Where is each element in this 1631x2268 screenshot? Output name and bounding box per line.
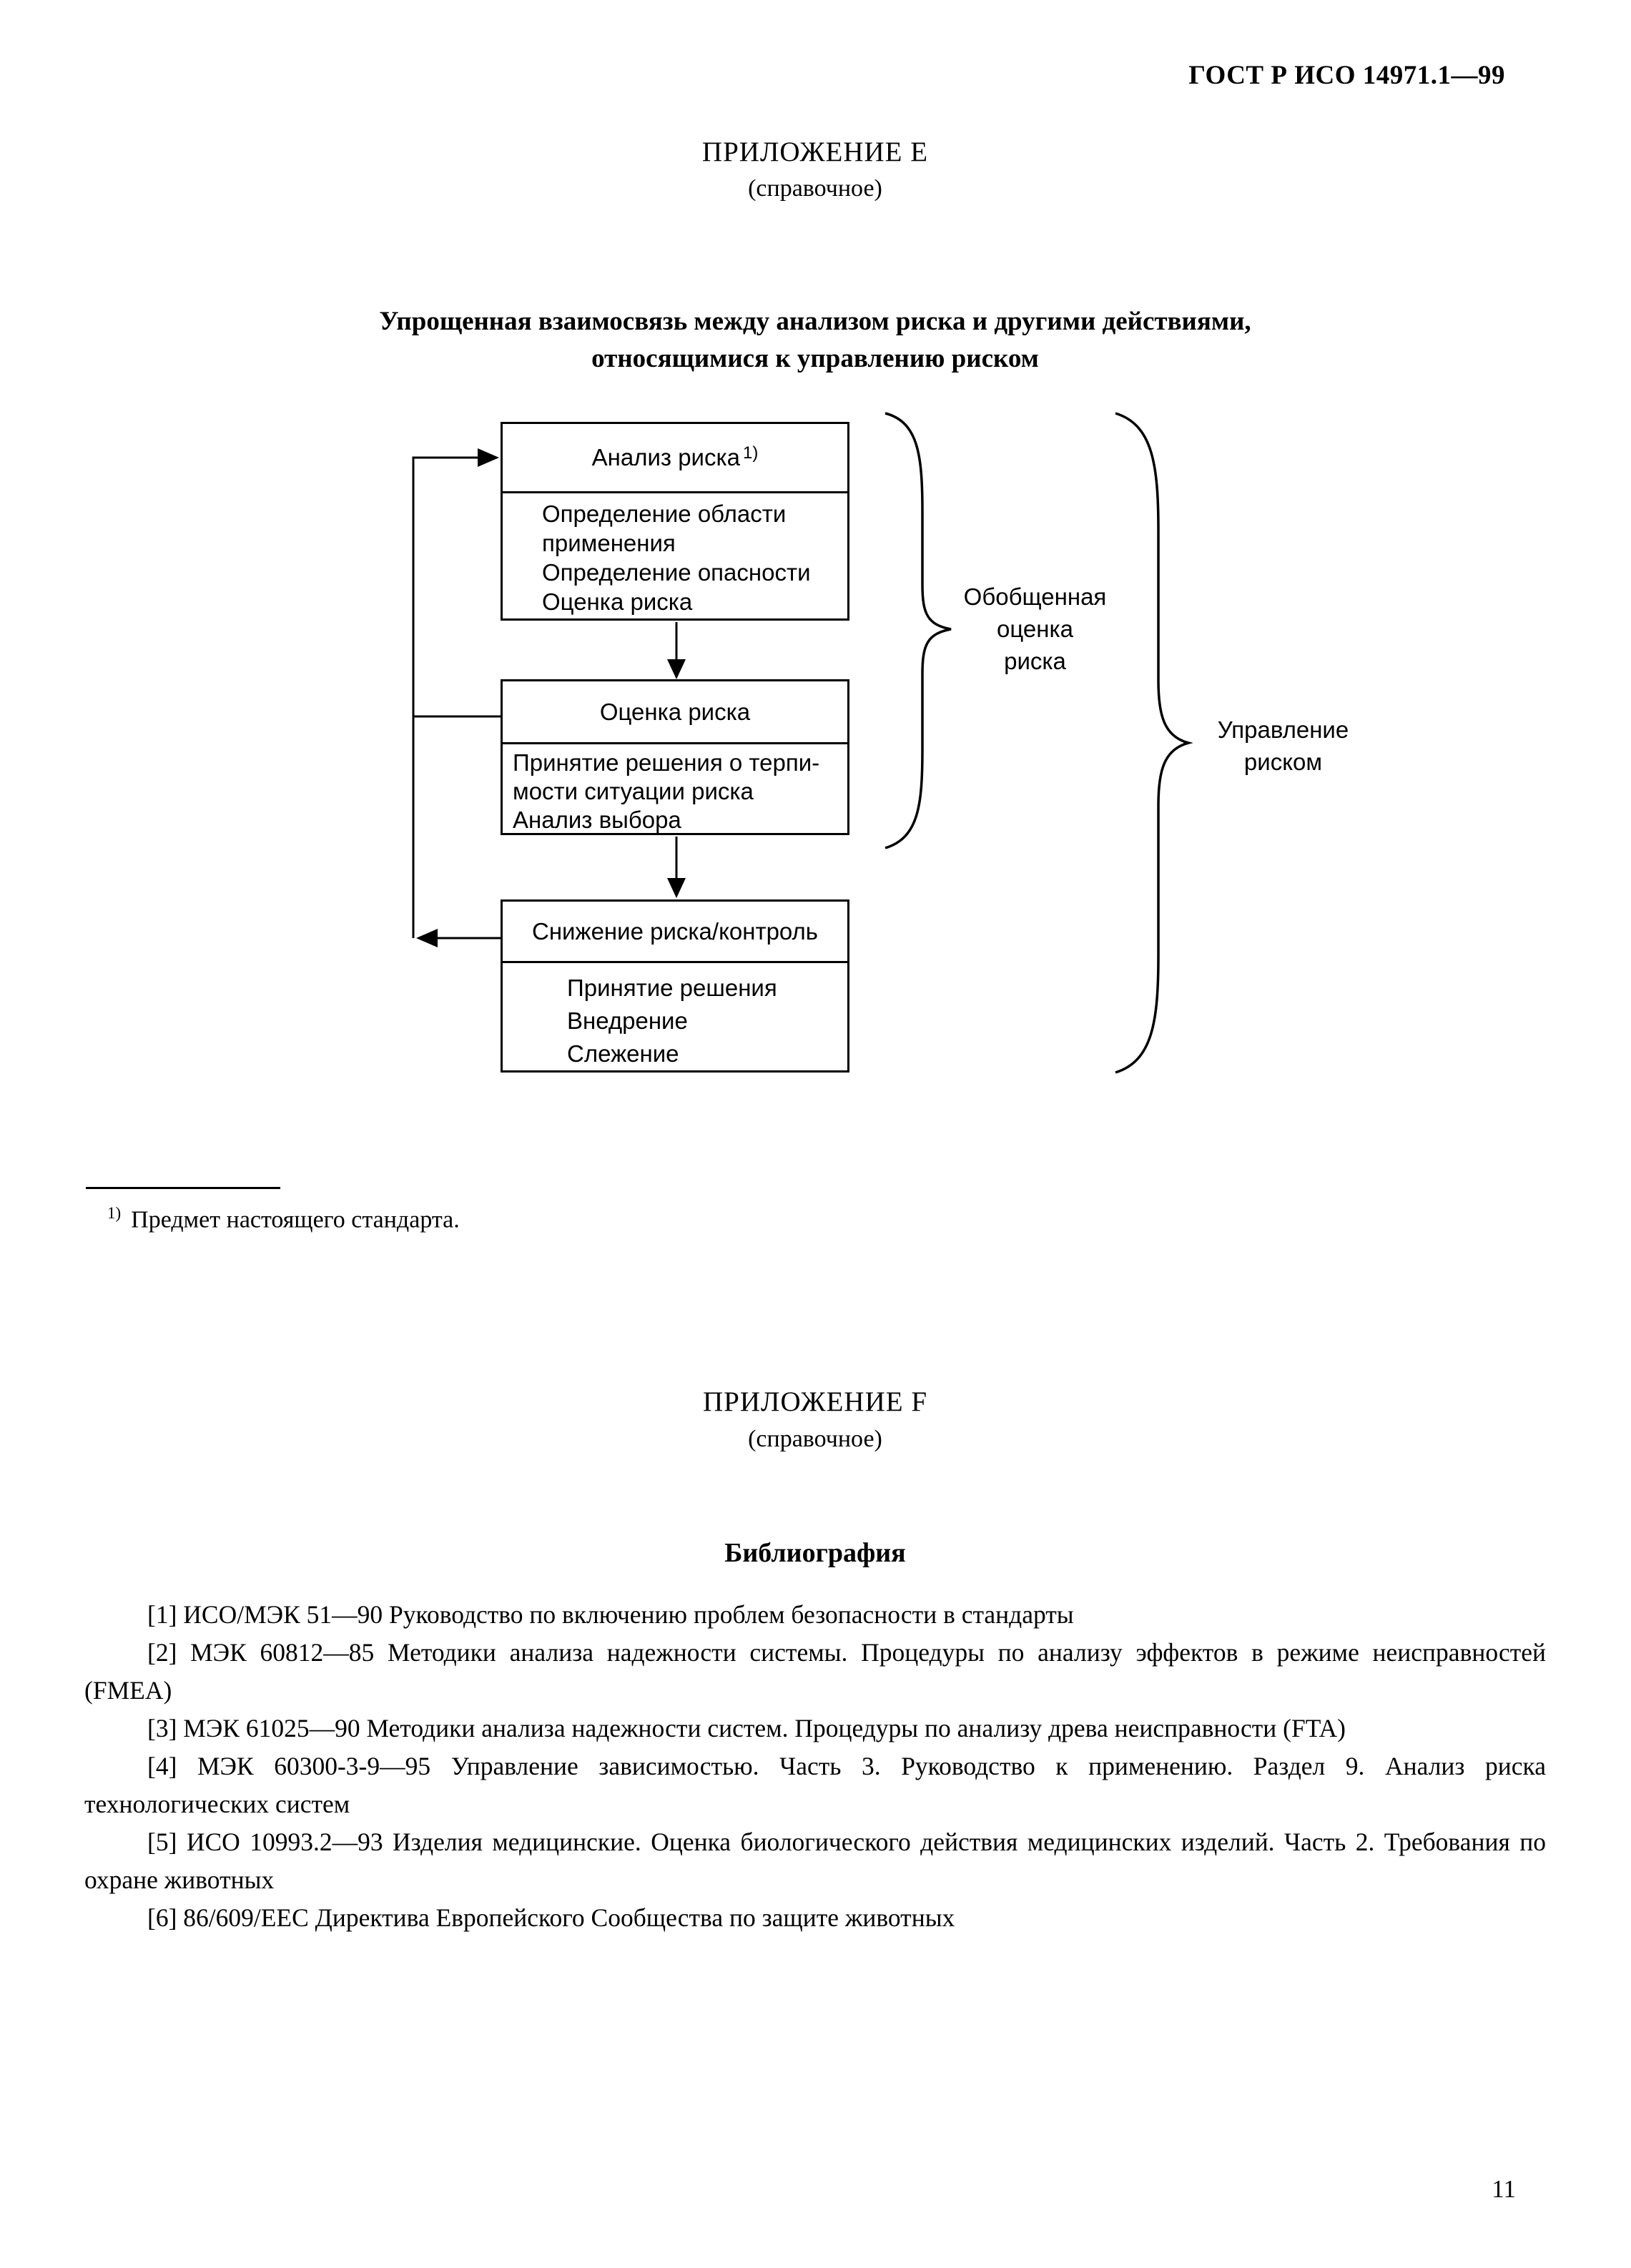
- box-risk-analysis-item: Определение области: [542, 501, 787, 527]
- box-risk-analysis-item: Оценка риска: [542, 588, 693, 615]
- figure-heading: Упрощенная взаимосвязь между анализом ри…: [14, 303, 1616, 378]
- bibliography-list: [1] ИСО/МЭК 51—90 Руководство по включен…: [84, 1596, 1546, 1937]
- label-overall-risk-assessment-line: Обобщенная: [963, 583, 1107, 610]
- footnote-marker: 1): [107, 1204, 122, 1222]
- box-risk-analysis-item: применения: [542, 530, 676, 556]
- box-risk-analysis-item: Определение опасности: [542, 559, 811, 586]
- document-code-header: ГОСТ Р ИСО 14971.1—99: [1188, 61, 1505, 90]
- label-risk-management-line: риском: [1243, 749, 1323, 775]
- box-risk-reduction-item: Внедрение: [567, 1007, 688, 1034]
- brace-overall-assessment: [885, 412, 952, 849]
- label-overall-risk-assessment-line: оценка: [997, 616, 1073, 642]
- figure-heading-line1: Упрощенная взаимосвязь между анализом ри…: [379, 307, 1251, 336]
- bibliography-entry: [2] МЭК 60812—85 Методики анализа надежн…: [84, 1638, 1546, 1705]
- brace-risk-management: [1115, 412, 1193, 1074]
- footnote-body: Предмет настоящего стандарта.: [131, 1206, 460, 1233]
- box-risk-analysis-title-text: Анализ риска: [591, 444, 741, 470]
- label-risk-management: Управление риском: [1196, 714, 1371, 778]
- feedback-trunk-line: [412, 456, 478, 938]
- bibliography-entry: [3] МЭК 61025—90 Методики анализа надежн…: [147, 1714, 1346, 1742]
- appendix-f-subtitle: (справочное): [748, 1426, 882, 1452]
- footnote-rule: [86, 1187, 280, 1189]
- box-risk-reduction-title-text: Снижение риска/контроль: [532, 917, 818, 945]
- footnote-marker-ref: 1): [743, 443, 759, 463]
- appendix-e-subtitle: (справочное): [748, 175, 882, 202]
- flowchart-box-risk-evaluation: Оценка риска Принятие решения о терпи- м…: [501, 679, 849, 835]
- arrow-box1-to-box2-head: [667, 659, 686, 679]
- feedback-arrow-box3-head: [416, 929, 438, 947]
- label-overall-risk-assessment-line: риска: [1004, 648, 1066, 674]
- footnote: 1) Предмет настоящего стандарта.: [107, 1204, 460, 1233]
- box-risk-reduction-item: Слежение: [567, 1040, 679, 1067]
- bibliography-entry: [1] ИСО/МЭК 51—90 Руководство по включен…: [147, 1600, 1074, 1629]
- box-risk-reduction-item: Принятие решения: [567, 975, 777, 1001]
- box-risk-reduction-body: Принятие решения Внедрение Слежение: [503, 963, 847, 1070]
- bibliography-entry: [6] 86/609/EEC Директива Европейского Со…: [147, 1903, 955, 1932]
- feedback-arrow-into-box1: [478, 448, 499, 467]
- box-risk-reduction-title: Снижение риска/контроль: [503, 902, 847, 963]
- figure-heading-line2: относящимися к управлению риском: [591, 344, 1039, 373]
- box-risk-evaluation-title: Оценка риска: [503, 681, 847, 744]
- flowchart-box-risk-reduction: Снижение риска/контроль Принятие решения…: [501, 899, 849, 1073]
- bibliography-entry: [4] МЭК 60300-3-9—95 Управление зависимо…: [84, 1752, 1546, 1818]
- box-risk-evaluation-item: мости ситуации риска: [513, 778, 754, 804]
- page-number: 11: [1492, 2175, 1516, 2203]
- appendix-e-title: ПРИЛОЖЕНИЕ Е: [701, 137, 929, 167]
- box-risk-evaluation-item: Принятие решения о терпи-: [513, 749, 820, 776]
- box-risk-evaluation-body: Принятие решения о терпи- мости ситуации…: [503, 744, 847, 834]
- bibliography-heading: Библиография: [724, 1538, 906, 1568]
- label-overall-risk-assessment: Обобщенная оценка риска: [958, 581, 1112, 677]
- box-risk-analysis-body: Определение области применения Определен…: [503, 493, 847, 616]
- bibliography-entry: [5] ИСО 10993.2—93 Изделия медицинские. …: [84, 1828, 1546, 1894]
- arrow-box2-to-box3-head: [667, 878, 686, 898]
- box-risk-evaluation-title-text: Оценка риска: [599, 698, 751, 725]
- appendix-f-title: ПРИЛОЖЕНИЕ F: [702, 1386, 928, 1417]
- label-risk-management-line: Управление: [1217, 716, 1349, 743]
- box-risk-evaluation-item: Анализ выбора: [513, 807, 681, 833]
